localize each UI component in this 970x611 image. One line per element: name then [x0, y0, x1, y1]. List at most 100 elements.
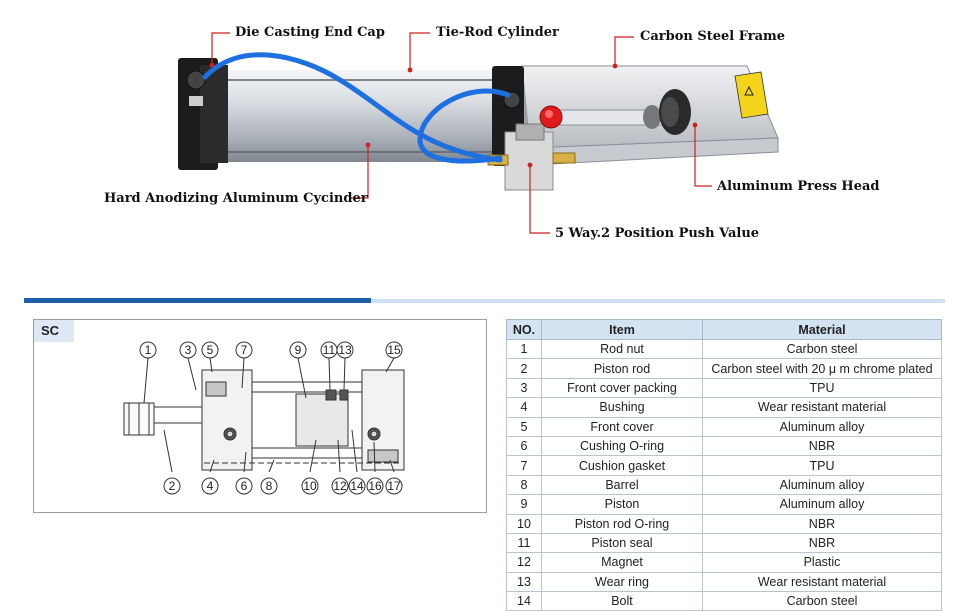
part-number-circle	[260, 477, 278, 495]
row-item: Piston seal	[541, 532, 703, 554]
row-material: Carbon steel	[702, 338, 942, 360]
row-item: Bushing	[541, 397, 703, 418]
diagram-tag: SC	[34, 320, 74, 342]
row-number: 14	[506, 591, 542, 611]
row-item: Rod nut	[541, 338, 703, 360]
row-item: Cushing O-ring	[541, 435, 703, 457]
row-material: Carbon steel with 20 μ m chrome plated	[702, 358, 942, 379]
die-casting-end-cap	[178, 58, 228, 170]
row-material: NBR	[702, 435, 942, 457]
row-item: Magnet	[541, 552, 703, 573]
row-material: TPU	[702, 377, 942, 399]
cross-section-panel: SC	[33, 319, 487, 513]
callout-leaders	[209, 32, 712, 234]
part-number-label: 11	[323, 343, 336, 357]
part-number-label: 4	[207, 479, 214, 493]
section-divider-light	[371, 299, 945, 303]
callout-push-valve: 5 Way.2 Position Push Value	[555, 226, 760, 241]
row-number: 9	[506, 494, 542, 515]
part-number-circle	[163, 477, 181, 495]
part-number-label: 6	[241, 479, 248, 493]
part-number-circle	[179, 341, 197, 359]
row-material: Wear resistant material	[702, 571, 942, 593]
part-number-circle	[331, 477, 349, 495]
part-number-circle	[235, 477, 253, 495]
row-material: Plastic	[702, 552, 942, 573]
header-material: Material	[702, 319, 942, 340]
piston	[295, 393, 349, 447]
row-number: 5	[506, 416, 542, 437]
row-number: 4	[506, 397, 542, 418]
part-number-label: 1	[145, 343, 152, 357]
part-number-circle	[235, 341, 253, 359]
row-number: 12	[506, 552, 542, 573]
part-number-circle	[139, 341, 157, 359]
row-material: NBR	[702, 532, 942, 554]
row-item: Piston rod O-ring	[541, 513, 703, 534]
part-number-label: 3	[185, 343, 192, 357]
part-number-label: 7	[241, 343, 248, 357]
part-number-label: 16	[368, 479, 382, 493]
parts-table-header: NO. Item Material	[506, 319, 942, 340]
part-number-circle	[385, 477, 403, 495]
row-material: Aluminum alloy	[702, 416, 942, 437]
header-no: NO.	[506, 319, 542, 340]
row-material: Carbon steel	[702, 591, 942, 611]
part-number-circle	[201, 477, 219, 495]
row-item: Piston	[541, 494, 703, 515]
row-material: Wear resistant material	[702, 397, 942, 418]
row-number: 6	[506, 435, 542, 457]
callout-hard-anodizing-cylinder: Hard Anodizing Aluminum Cycinder	[104, 191, 368, 206]
aluminum-press-head	[559, 89, 691, 135]
row-item: Wear ring	[541, 571, 703, 593]
part-number-circle	[336, 341, 354, 359]
row-item: Bolt	[541, 591, 703, 611]
callout-die-casting-end-cap: Die Casting End Cap	[235, 25, 385, 40]
part-number-label: 15	[387, 343, 401, 357]
part-number-label: 17	[387, 479, 401, 493]
part-number-circle	[348, 477, 366, 495]
row-item: Cushion gasket	[541, 455, 703, 476]
row-number: 3	[506, 377, 542, 399]
cylinder-barrel	[216, 70, 506, 162]
callout-aluminum-press-head: Aluminum Press Head	[717, 179, 880, 194]
header-item: Item	[541, 319, 703, 340]
row-number: 8	[506, 474, 542, 496]
row-material: NBR	[702, 513, 942, 534]
part-number-label: 13	[338, 343, 352, 357]
section-divider-accent	[24, 298, 371, 303]
row-material: Aluminum alloy	[702, 474, 942, 496]
part-number-label: 14	[350, 479, 364, 493]
row-number: 2	[506, 358, 542, 379]
row-material: TPU	[702, 455, 942, 476]
product-illustration	[178, 32, 779, 234]
row-material: Aluminum alloy	[702, 494, 942, 515]
row-number: 7	[506, 455, 542, 476]
part-number-circle	[289, 341, 307, 359]
row-number: 1	[506, 338, 542, 360]
row-item: Barrel	[541, 474, 703, 496]
part-number-label: 12	[333, 479, 347, 493]
callout-carbon-steel-frame: Carbon Steel Frame	[640, 29, 786, 44]
part-number-label: 8	[266, 479, 273, 493]
part-number-circle	[201, 341, 219, 359]
row-item: Piston rod	[541, 358, 703, 379]
callout-tie-rod-cylinder: Tie-Rod Cylinder	[436, 25, 559, 40]
row-number: 10	[506, 513, 542, 534]
warning-icon	[744, 85, 754, 96]
row-number: 13	[506, 571, 542, 593]
